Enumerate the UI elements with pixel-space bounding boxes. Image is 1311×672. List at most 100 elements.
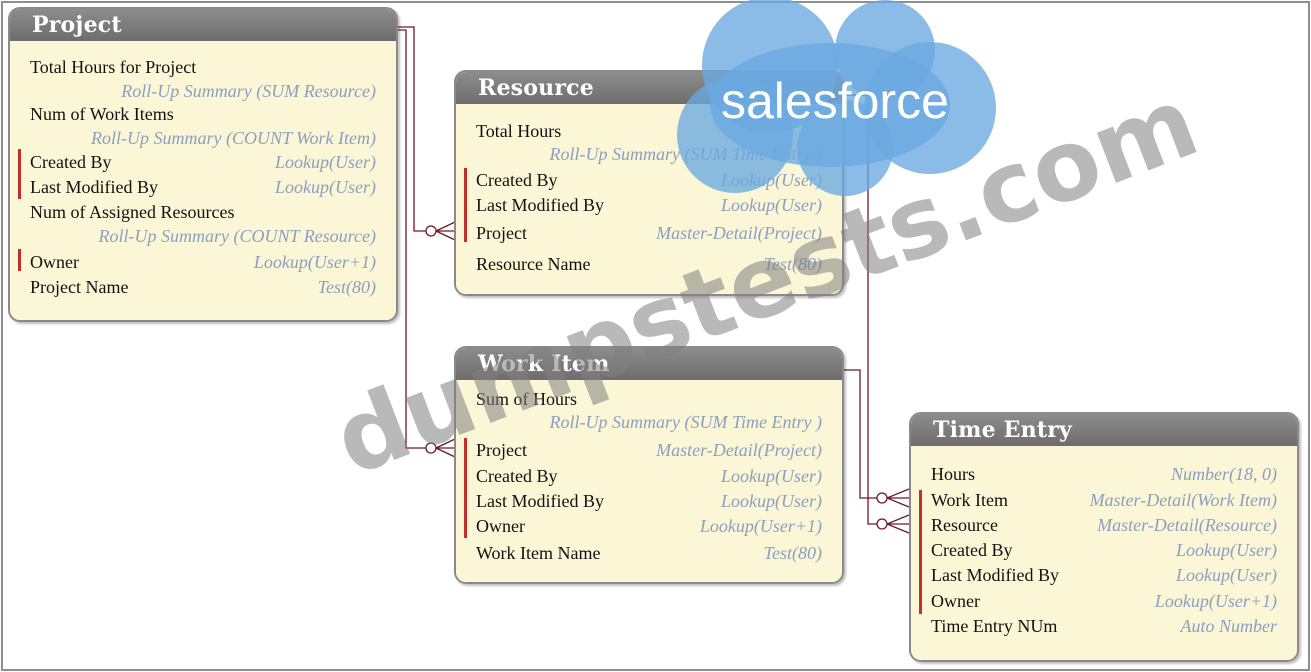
field-row: Created By Lookup(User) <box>911 540 1297 564</box>
entity-title: Work Item <box>456 348 842 380</box>
crows-foot-circle <box>876 492 888 504</box>
field-type: Master-Detail(Work Item) <box>1089 490 1277 510</box>
field-name: Num of Work Items <box>30 104 174 124</box>
required-field-marker <box>464 168 467 242</box>
field-name: Created By <box>476 170 558 190</box>
field-row: Resource Name Test(80) <box>456 254 842 278</box>
field-type: Test(80) <box>317 277 376 297</box>
field-row: Owner Lookup(User+1) <box>10 252 396 276</box>
field-type: Roll-Up Summary (SUM Time Entry ) <box>549 144 822 164</box>
field-type: Lookup(User) <box>721 195 822 215</box>
field-name: Total Hours <box>476 121 562 141</box>
field-row: Roll-Up Summary (SUM Time Entry ) <box>456 412 842 436</box>
field-row: Owner Lookup(User+1) <box>911 591 1297 615</box>
entity-title: Time Entry <box>911 414 1297 446</box>
field-type: Roll-Up Summary (SUM Time Entry ) <box>549 412 822 432</box>
field-type: Roll-Up Summary (COUNT Work Item) <box>91 128 376 148</box>
field-name: Last Modified By <box>30 177 158 197</box>
field-name: Owner <box>30 252 79 272</box>
field-row: Time Entry NUm Auto Number <box>911 616 1297 640</box>
field-type: Roll-Up Summary (SUM Resource) <box>121 81 376 101</box>
field-name: Work Item <box>931 490 1009 510</box>
field-name: Project Name <box>30 277 129 297</box>
crows-foot-circle <box>876 518 888 530</box>
field-row: Project Master-Detail(Project) <box>456 440 842 464</box>
field-row: Roll-Up Summary (SUM Resource) <box>10 81 396 105</box>
field-name: Created By <box>931 540 1013 560</box>
crows-foot <box>435 221 456 241</box>
field-type: Roll-Up Summary (COUNT Resource) <box>98 226 376 246</box>
field-type: Lookup(User) <box>275 177 376 197</box>
field-name: Last Modified By <box>476 195 604 215</box>
required-field-marker <box>18 149 21 199</box>
field-type: Master-Detail(Project) <box>656 440 822 460</box>
field-name: Time Entry NUm <box>931 616 1058 636</box>
field-type: Master-Detail(Resource) <box>1097 515 1277 535</box>
field-row: Total Hours <box>456 121 842 145</box>
field-type: Lookup(User) <box>721 491 822 511</box>
crows-foot-circle <box>425 225 437 237</box>
field-type: Auto Number <box>1180 616 1278 636</box>
field-type: Master-Detail(Project) <box>656 223 822 243</box>
field-row: Roll-Up Summary (SUM Time Entry ) <box>456 144 842 168</box>
field-name: Work Item Name <box>476 543 601 563</box>
field-type: Lookup(User) <box>1176 565 1277 585</box>
field-name: Last Modified By <box>476 491 604 511</box>
field-type: Lookup(User+1) <box>699 516 822 536</box>
crows-foot <box>886 488 910 508</box>
connector-project-workitem <box>396 29 426 449</box>
field-row: Work Item Name Test(80) <box>456 543 842 567</box>
field-row: Total Hours for Project <box>10 57 396 81</box>
field-row: Created By Lookup(User) <box>456 170 842 194</box>
field-type: Lookup(User) <box>721 170 822 190</box>
field-name: Resource <box>931 515 998 535</box>
field-type: Lookup(User+1) <box>1154 591 1277 611</box>
field-row: Num of Assigned Resources <box>10 202 396 226</box>
field-type: Test(80) <box>763 543 822 563</box>
required-field-marker <box>919 490 922 614</box>
field-row: Roll-Up Summary (COUNT Work Item) <box>10 128 396 152</box>
field-row: Last Modified By Lookup(User) <box>456 195 842 219</box>
required-field-marker <box>464 438 467 538</box>
field-name: Last Modified By <box>931 565 1059 585</box>
field-row: Project Name Test(80) <box>10 277 396 301</box>
salesforce-logo-text: salesforce <box>721 73 949 129</box>
field-type: Test(80) <box>763 254 822 274</box>
field-name: Owner <box>931 591 980 611</box>
field-name: Resource Name <box>476 254 591 274</box>
field-row: Created By Lookup(User) <box>10 152 396 176</box>
field-name: Hours <box>931 464 975 484</box>
crows-foot <box>435 438 456 458</box>
field-name: Total Hours for Project <box>30 57 197 77</box>
field-type: Lookup(User) <box>721 466 822 486</box>
crows-foot <box>886 514 910 534</box>
field-row: Last Modified By Lookup(User) <box>10 177 396 201</box>
field-row: Owner Lookup(User+1) <box>456 516 842 540</box>
field-row: Resource Master-Detail(Resource) <box>911 515 1297 539</box>
field-type: Number(18, 0) <box>1171 464 1277 484</box>
field-row: Hours Number(18, 0) <box>911 464 1297 488</box>
field-row: Last Modified By Lookup(User) <box>456 491 842 515</box>
entity-title: Project <box>10 9 396 41</box>
field-name: Project <box>476 440 527 460</box>
field-type: Lookup(User+1) <box>253 252 376 272</box>
field-type: Lookup(User) <box>1176 540 1277 560</box>
connector-workitem-timeentry <box>842 369 877 499</box>
field-row: Sum of Hours <box>456 389 842 413</box>
field-name: Sum of Hours <box>476 389 578 409</box>
field-row: Num of Work Items <box>10 104 396 128</box>
field-name: Created By <box>30 152 112 172</box>
crows-foot-markers <box>425 221 910 534</box>
field-name: Owner <box>476 516 525 536</box>
field-row: Roll-Up Summary (COUNT Resource) <box>10 226 396 250</box>
field-type: Lookup(User) <box>275 152 376 172</box>
field-row: Last Modified By Lookup(User) <box>911 565 1297 589</box>
